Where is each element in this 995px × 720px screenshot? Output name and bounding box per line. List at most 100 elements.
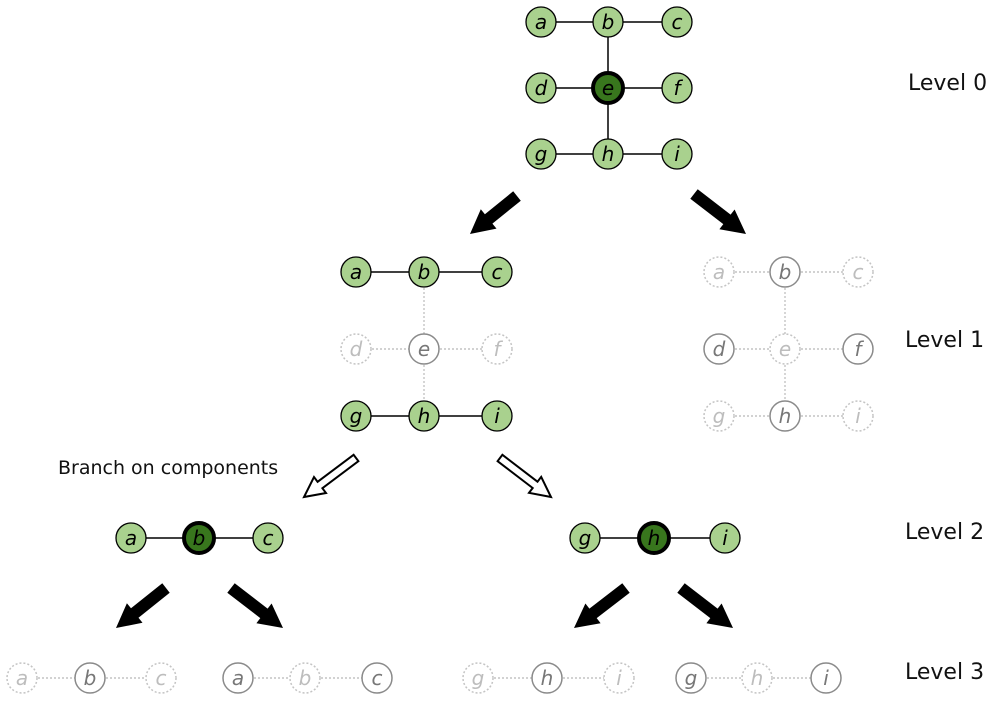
graph-node-a: a (115, 522, 147, 554)
graph-node-b: b (408, 256, 440, 288)
graph-node-c: c (145, 662, 177, 694)
graph-node-f: f (661, 72, 693, 104)
node-label: a (16, 666, 28, 690)
graph-node-d: d (340, 333, 372, 365)
graph-node-a: a (222, 662, 254, 694)
node-label: h (602, 142, 615, 166)
arrow-level2-left-to-level3-2 (227, 583, 283, 628)
node-label: i (494, 404, 500, 428)
node-label: f (854, 337, 864, 361)
node-label: g (350, 404, 363, 428)
level1-left-graph: a b c d e f g h i (340, 256, 513, 432)
arrow-level2-left-to-level3-1 (116, 583, 170, 628)
graph-node-b: b (182, 521, 216, 555)
graph-node-h: h (741, 662, 773, 694)
graph-node-h: h (769, 400, 801, 432)
node-label: a (125, 526, 137, 550)
node-label: c (263, 526, 274, 550)
level0-graph: a b c d e f g h i (525, 6, 693, 170)
level1-right-graph: a b c d e f g h i (703, 256, 874, 432)
node-label: b (418, 260, 431, 284)
node-label: a (232, 666, 244, 690)
graph-node-c: c (842, 256, 874, 288)
node-label: c (372, 666, 383, 690)
node-label: e (602, 76, 614, 100)
graph-node-c: c (361, 662, 393, 694)
graph-node-g: g (703, 400, 735, 432)
graph-node-a: a (703, 256, 735, 288)
graph-node-g: g (525, 138, 557, 170)
graph-node-d: d (703, 333, 735, 365)
node-label: c (156, 666, 167, 690)
node-label: g (713, 404, 726, 428)
node-label: i (823, 666, 829, 690)
level-0-label: Level 0 (908, 71, 988, 96)
level2-left-graph: a b c (115, 521, 284, 555)
node-label: e (418, 337, 430, 361)
node-label: c (853, 260, 864, 284)
node-label: b (779, 260, 792, 284)
node-label: h (541, 666, 554, 690)
graph-node-d: d (525, 72, 557, 104)
node-label: d (350, 337, 363, 361)
node-label: g (579, 526, 592, 550)
graph-node-h: h (408, 400, 440, 432)
graph-node-i: i (810, 662, 842, 694)
graph-node-c: c (661, 6, 693, 38)
node-label: b (84, 666, 97, 690)
node-label: c (492, 260, 503, 284)
node-label: c (672, 10, 683, 34)
node-label: h (418, 404, 431, 428)
arrow-level0-to-left (470, 191, 521, 234)
graph-node-i: i (842, 400, 874, 432)
node-label: h (751, 666, 764, 690)
node-label: d (535, 76, 548, 100)
node-label: i (616, 666, 622, 690)
graph-node-b: b (769, 256, 801, 288)
graph-node-b: b (74, 662, 106, 694)
node-label: b (602, 10, 615, 34)
node-label: h (648, 526, 661, 550)
level-3-label: Level 3 (905, 660, 985, 685)
arrow-level1-left-to-level2-left (302, 453, 360, 499)
graph-node-i: i (603, 662, 635, 694)
graph-node-g: g (569, 522, 601, 554)
node-label: e (779, 337, 791, 361)
graph-node-a: a (6, 662, 38, 694)
arrow-level1-left-to-level2-right (496, 453, 553, 499)
node-label: g (535, 142, 548, 166)
node-label: b (193, 526, 206, 550)
graph-node-g: g (340, 400, 372, 432)
level-1-label: Level 1 (905, 328, 985, 353)
graph-node-e: e (769, 333, 801, 365)
graph-node-a: a (340, 256, 372, 288)
node-label: b (299, 666, 312, 690)
graph-node-c: c (481, 256, 513, 288)
node-label: i (722, 526, 728, 550)
level3-graph-3: g h i (462, 662, 635, 694)
graph-node-h: h (637, 521, 671, 555)
graph-node-g: g (675, 662, 707, 694)
graph-node-i: i (481, 400, 513, 432)
graph-node-f: f (481, 333, 513, 365)
node-label: g (472, 666, 485, 690)
graph-node-c: c (252, 522, 284, 554)
node-label: i (855, 404, 861, 428)
graph-node-i: i (709, 522, 741, 554)
node-label: h (779, 404, 792, 428)
node-label: a (535, 10, 547, 34)
branch-on-components-annotation: Branch on components (58, 457, 279, 479)
node-label: a (713, 260, 725, 284)
level3-graph-4: g h i (675, 662, 842, 694)
graph-node-b: b (289, 662, 321, 694)
level-2-label: Level 2 (905, 520, 985, 545)
arrow-level2-right-to-level3-4 (677, 583, 733, 628)
graph-node-i: i (661, 138, 693, 170)
graph-node-a: a (525, 6, 557, 38)
level2-right-graph: g h i (569, 521, 741, 555)
graph-node-e: e (408, 333, 440, 365)
arrow-level0-to-right (690, 189, 746, 234)
node-label: d (713, 337, 726, 361)
level3-graph-1: a b c (6, 662, 177, 694)
